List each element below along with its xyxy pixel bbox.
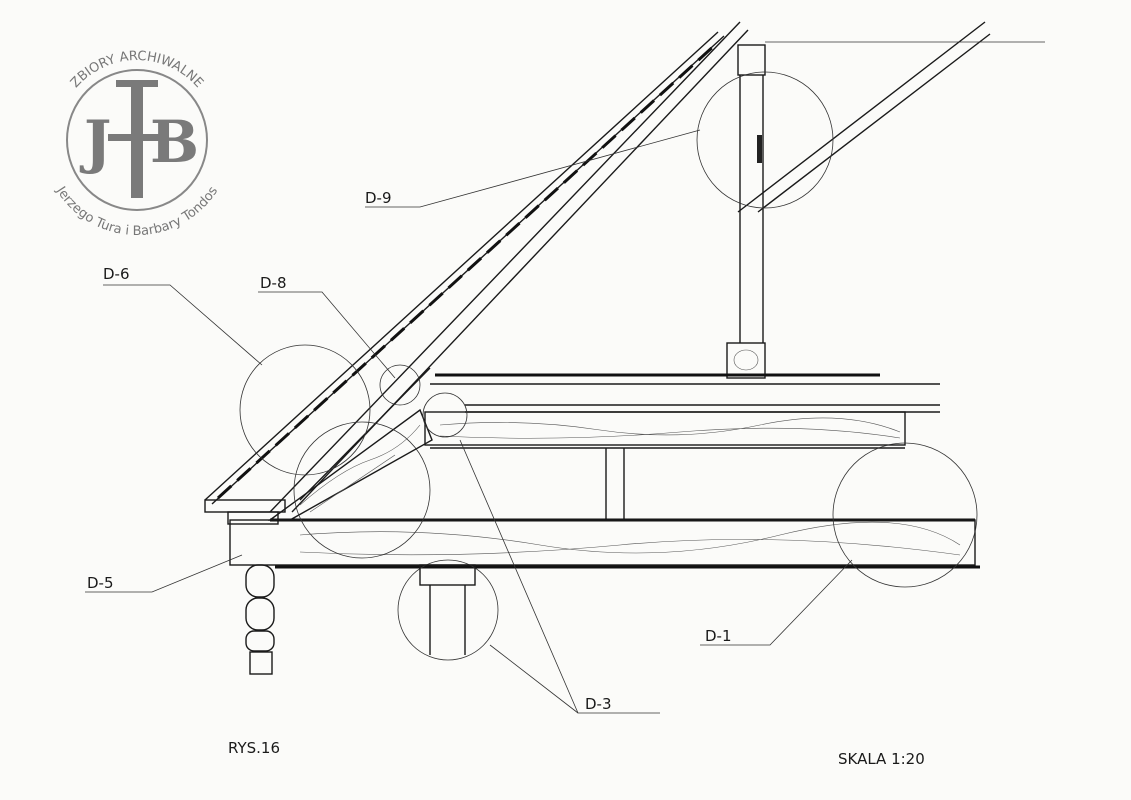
king-post — [726, 21, 1045, 379]
detail-circles — [239, 71, 978, 661]
label-d8: D-8 — [260, 274, 287, 292]
label-d1: D-1 — [705, 627, 732, 645]
beams — [229, 373, 980, 569]
label-d9: D-9 — [365, 189, 392, 207]
roof-slope — [204, 21, 749, 525]
label-d5: D-5 — [87, 574, 114, 592]
drawing-number: RYS.16 — [228, 739, 280, 757]
label-d6: D-6 — [103, 265, 130, 283]
logo-letter-j: J — [79, 108, 111, 176]
logo-letter-b: B — [150, 108, 199, 176]
label-d3: D-3 — [585, 695, 612, 713]
log-wall — [245, 564, 275, 675]
scale-label: SKALA 1:20 — [838, 750, 925, 768]
leader-lines — [85, 129, 853, 714]
